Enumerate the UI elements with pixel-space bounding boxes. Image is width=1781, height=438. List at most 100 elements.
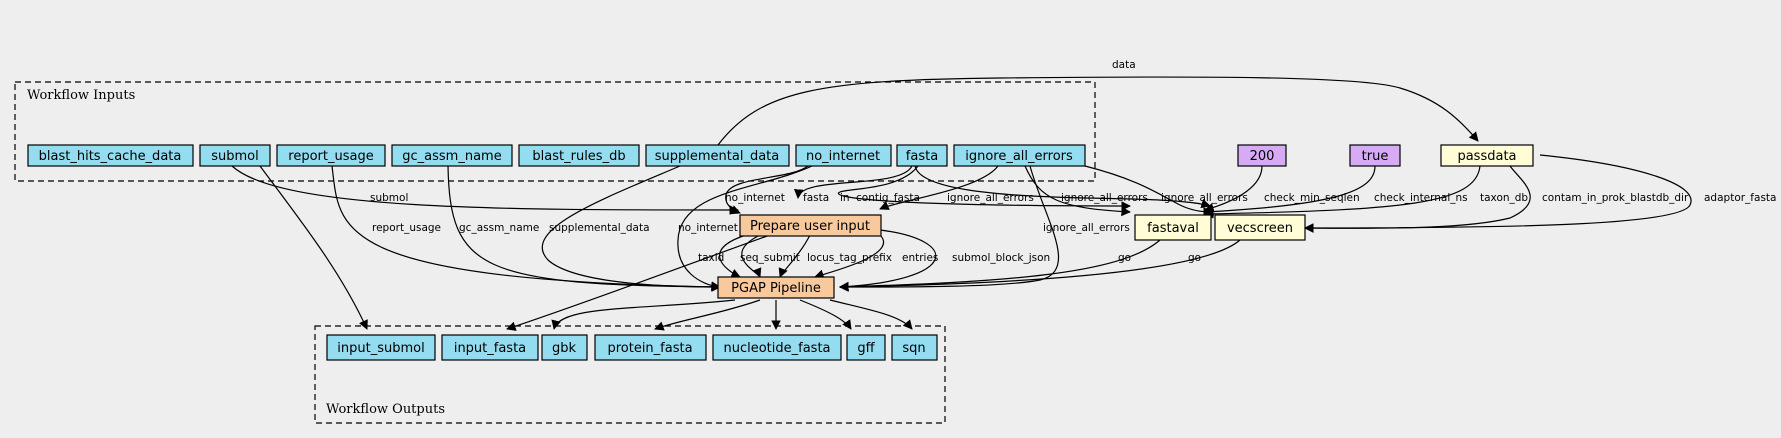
edge-label-taxon-db: taxon_db [1480, 192, 1528, 204]
edge-passdata-vecscreen-adaptor [1304, 154, 1692, 233]
edge-label-entries: entries [902, 252, 938, 264]
node-submol[interactable]: submol [199, 144, 271, 167]
edge-gc-assm-name-pgap [447, 165, 721, 292]
edge-fasta-prepare [794, 165, 913, 199]
edge-submol-prepare [231, 165, 739, 215]
node-label: blast_rules_db [532, 149, 625, 164]
node-label: ignore_all_errors [965, 149, 1073, 164]
node-gff[interactable]: gff [846, 334, 886, 361]
edge-label-data: data [1112, 59, 1136, 71]
node-label: nucleotide_fasta [723, 341, 830, 356]
edge-ignore-pgap [839, 165, 1059, 292]
edge-label-submol-block-json: submol_block_json [952, 252, 1050, 264]
edge-label-supplemental-data: supplemental_data [549, 222, 650, 234]
edge-ignore-fastaval [1024, 165, 1131, 217]
edge-label-contam: contam_in_prok_blastdb_dir [1542, 192, 1689, 204]
edge-ignore-prepare [879, 165, 999, 210]
node-label: gc_assm_name [402, 149, 501, 164]
node-vecscreen[interactable]: vecscreen [1214, 214, 1306, 241]
node-prepare-user-input[interactable]: Prepare user input [739, 214, 882, 237]
edge-prepare-pgap-taxid [719, 234, 747, 278]
edge-label-submol: submol [370, 192, 408, 204]
workflow-outputs-cluster: Workflow Outputs [314, 325, 946, 424]
edge-pgap-gff [799, 299, 852, 330]
node-label: protein_fasta [607, 341, 692, 356]
node-protein-fasta[interactable]: protein_fasta [594, 334, 707, 361]
edge-prepare-pgap-entries [814, 234, 884, 279]
edge-label-adaptor-fasta: adaptor_fasta [1704, 192, 1776, 204]
edge-label-no-internet-a: no_internet [725, 192, 785, 204]
node-label: submol [211, 149, 259, 164]
workflow-inputs-cluster: Workflow Inputs [14, 81, 1096, 182]
edge-pgap-gbk [551, 299, 736, 330]
node-label: report_usage [288, 149, 373, 164]
edge-supplemental-passdata [717, 76, 1479, 146]
node-label: passdata [1457, 149, 1516, 164]
node-label: true [1362, 149, 1389, 164]
edge-label-ignore-a: ignore_all_errors [947, 192, 1034, 204]
edge-pgap-sqn [829, 299, 913, 330]
edge-supplemental-pgap [541, 165, 721, 292]
node-label: gff [857, 341, 875, 356]
node-label: fastaval [1147, 221, 1199, 236]
edge-label-go-a: go [1118, 252, 1131, 264]
edge-label-taxid: taxid [698, 252, 724, 264]
edge-fasta-fastaval [837, 165, 1131, 211]
edge-label-report-usage: report_usage [372, 222, 441, 234]
node-passdata[interactable]: passdata [1440, 144, 1534, 167]
node-label: input_submol [337, 341, 424, 356]
node-fastaval[interactable]: fastaval [1134, 214, 1212, 241]
edge-label-in: in [840, 192, 850, 204]
node-label: PGAP Pipeline [731, 281, 821, 296]
edge-no-internet-pgap [677, 165, 813, 291]
edge-label-locus-tag-prefix: locus_tag_prefix [807, 252, 892, 264]
edge-label-check-internal-ns: check_internal_ns [1374, 192, 1468, 204]
node-report-usage[interactable]: report_usage [276, 144, 386, 167]
node-input-submol[interactable]: input_submol [326, 334, 436, 361]
node-true[interactable]: true [1349, 144, 1401, 167]
node-fasta[interactable]: fasta [896, 144, 948, 167]
node-gbk[interactable]: gbk [541, 334, 588, 361]
edge-fasta-vecscreen [914, 165, 1211, 209]
edge-label-ignore-d: ignore_all_errors [1043, 222, 1130, 234]
node-ignore-all-errors[interactable]: ignore_all_errors [953, 144, 1086, 167]
node-label: supplemental_data [655, 149, 779, 164]
edge-prepare-pgap-submolblock [839, 229, 937, 292]
edge-prepare-input-fasta [506, 234, 771, 331]
workflow-inputs-label: Workflow Inputs [27, 88, 135, 103]
node-label: no_internet [806, 149, 880, 164]
node-no-internet[interactable]: no_internet [795, 144, 892, 167]
node-input-fasta[interactable]: input_fasta [441, 334, 539, 361]
edge-label-seq-submit: seq_submit [740, 252, 800, 264]
node-gc-assm-name[interactable]: gc_assm_name [391, 144, 513, 167]
edge-label-gc-assm-name: gc_assm_name [459, 222, 539, 234]
nodes: blast_hits_cache_data submol report_usag… [27, 144, 1534, 361]
edge-label-ignore-b: ignore_all_errors [1061, 192, 1148, 204]
node-200[interactable]: 200 [1237, 144, 1287, 167]
edge-label-no-internet-b: no_internet [678, 222, 738, 234]
node-label: gbk [552, 341, 577, 356]
node-blast-rules-db[interactable]: blast_rules_db [518, 144, 640, 167]
node-label: 200 [1250, 149, 1275, 164]
node-pgap-pipeline[interactable]: PGAP Pipeline [717, 276, 835, 299]
edge-true-fastaval [1204, 165, 1376, 217]
edge-labels: data submol report_usage gc_assm_name su… [370, 59, 1776, 264]
edge-label-ignore-c: ignore_all_errors [1161, 192, 1248, 204]
workflow-outputs-label: Workflow Outputs [326, 402, 445, 417]
node-label: sqn [902, 341, 925, 356]
edge-pgap-protein-fasta [654, 299, 761, 331]
edge-label-fasta: fasta [803, 192, 829, 204]
node-label: Prepare user input [750, 219, 870, 234]
node-blast-hits-cache-data[interactable]: blast_hits_cache_data [27, 144, 194, 167]
node-sqn[interactable]: sqn [891, 334, 938, 361]
node-label: fasta [906, 149, 938, 164]
edge-label-contig-fasta: contig_fasta [856, 192, 920, 204]
node-label: blast_hits_cache_data [39, 149, 182, 164]
node-nucleotide-fasta[interactable]: nucleotide_fasta [712, 334, 842, 361]
edge-label-check-min-seqlen: check_min_seqlen [1264, 192, 1360, 204]
edge-prepare-pgap-locus [778, 234, 811, 278]
edge-200-fastaval [1204, 165, 1263, 213]
edges [231, 76, 1692, 331]
node-supplemental-data[interactable]: supplemental_data [645, 144, 790, 167]
